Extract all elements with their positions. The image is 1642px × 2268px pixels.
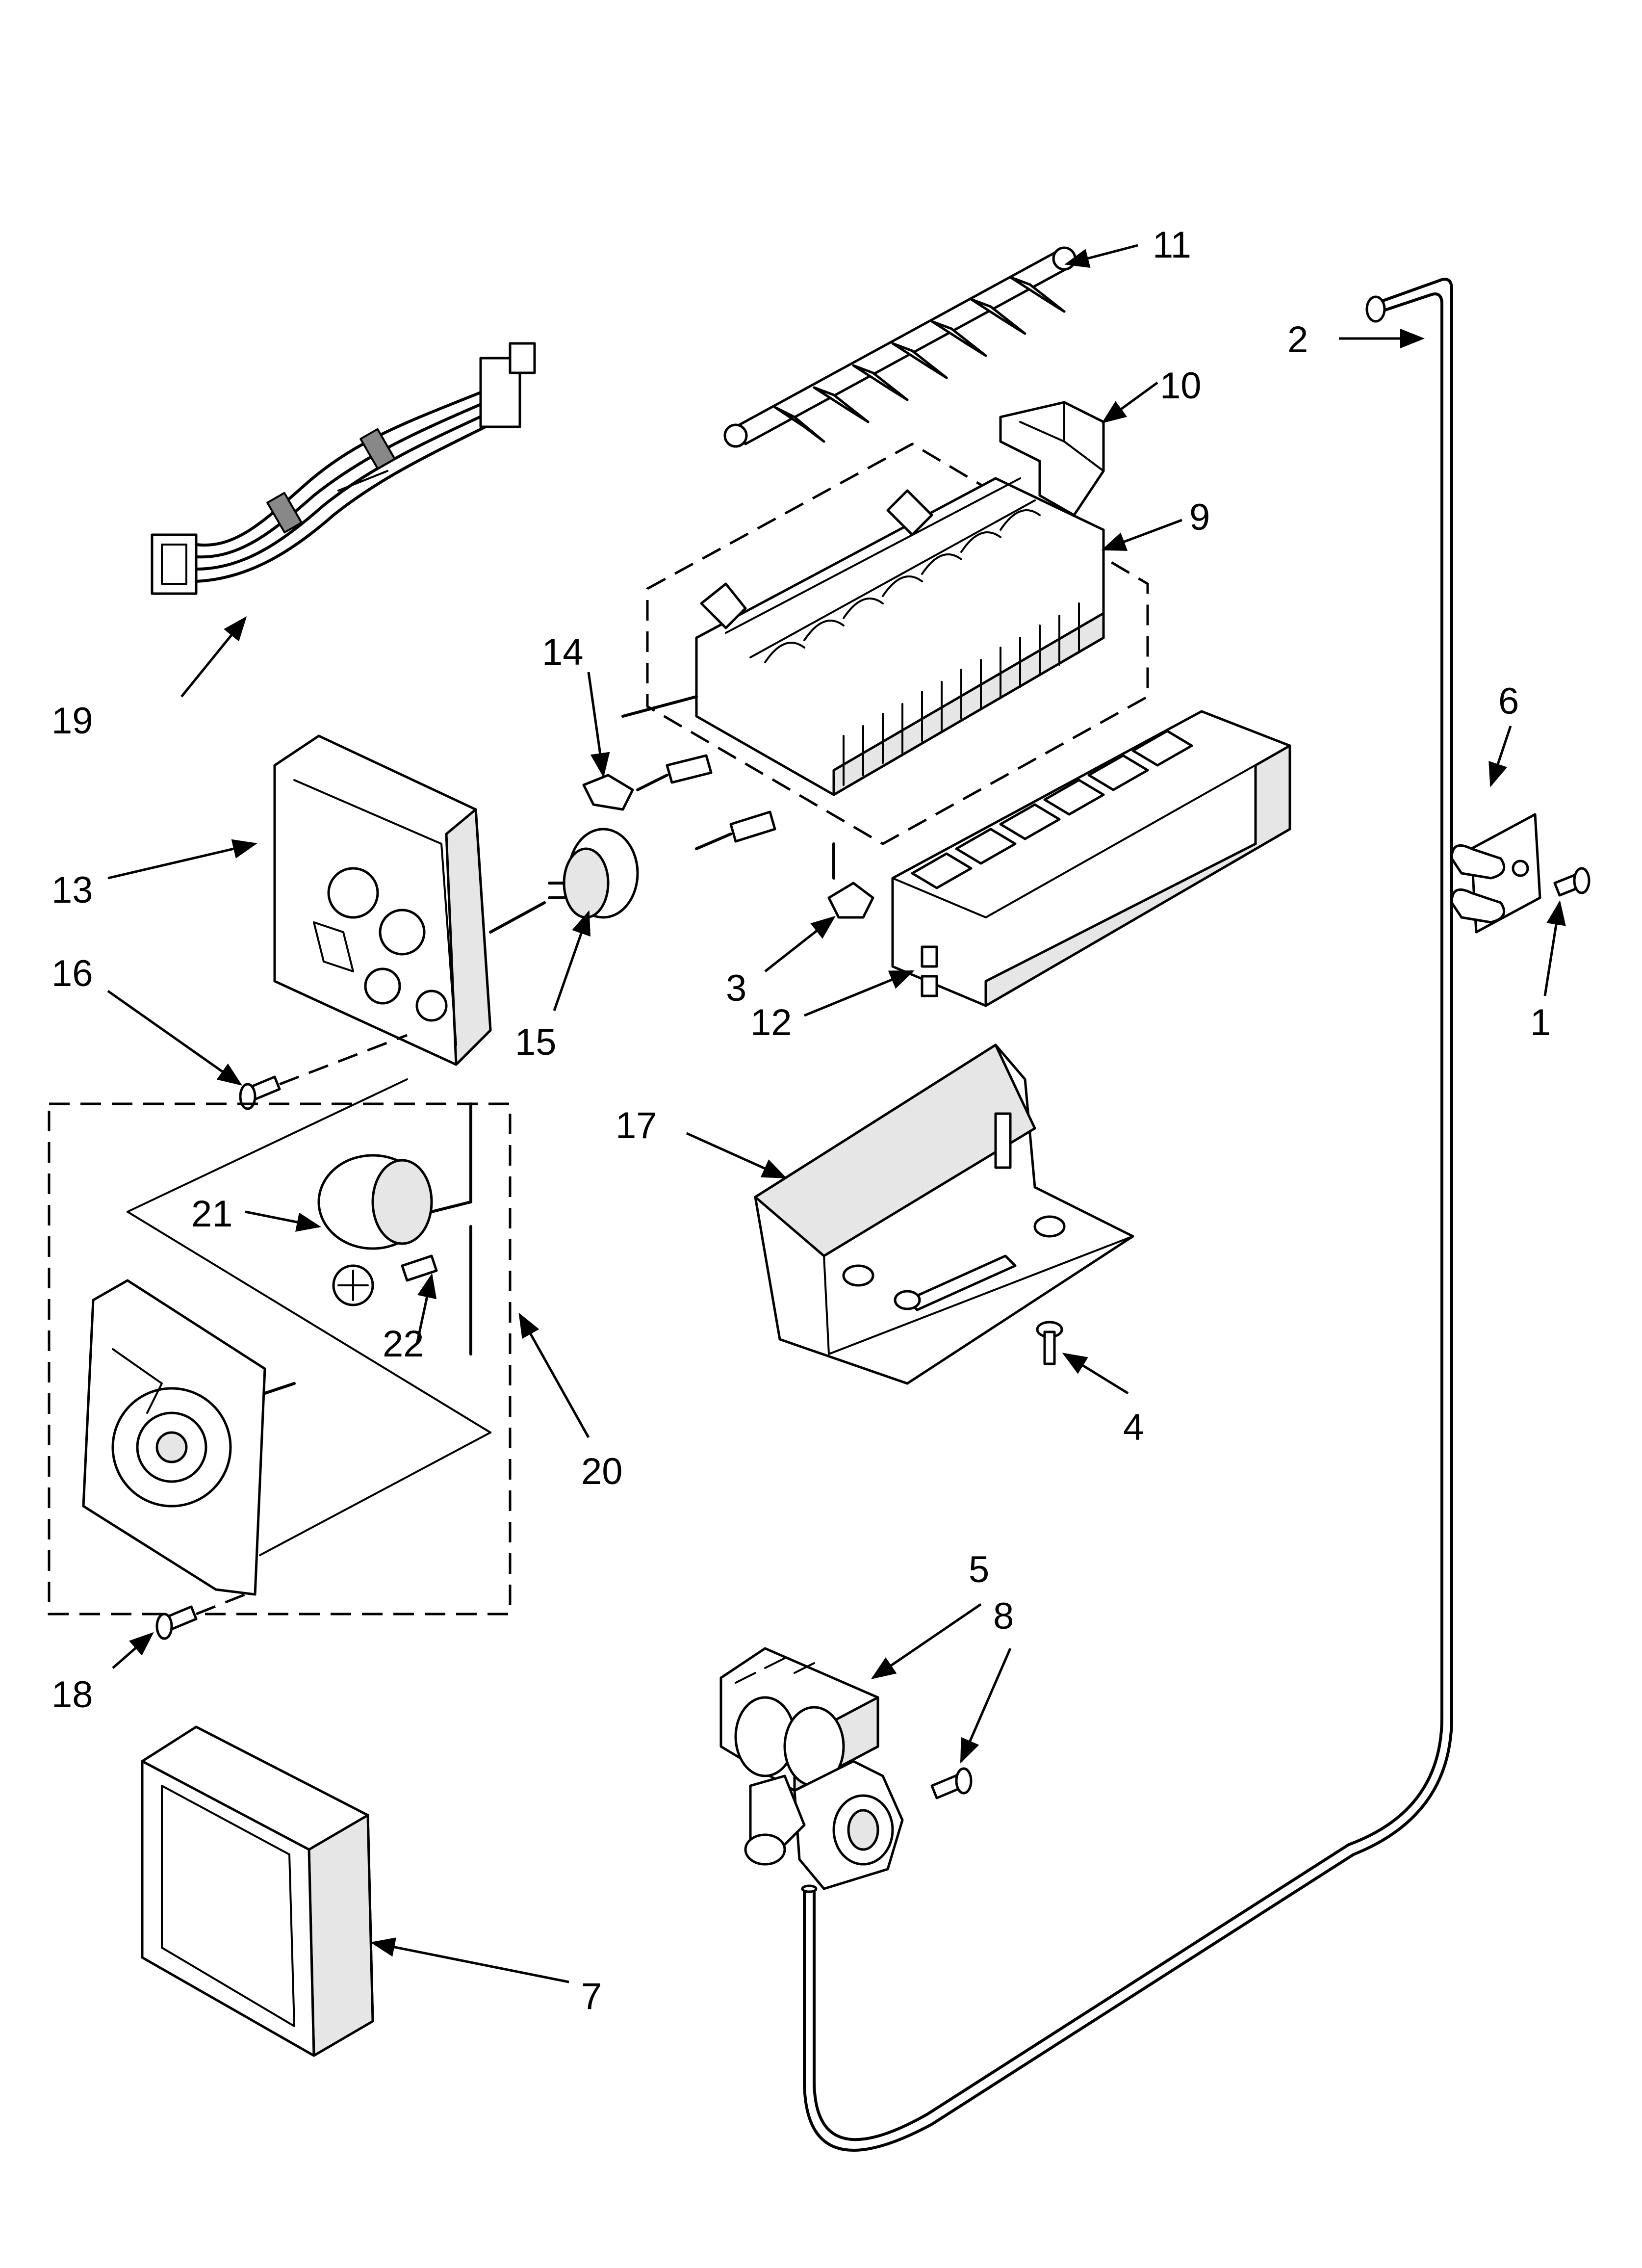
screw-18 <box>155 1593 246 1640</box>
motor-module-assembly <box>48 1078 512 1616</box>
callout-12: 12 <box>750 1002 792 1043</box>
fill-tube <box>801 278 1453 2152</box>
screw-1 <box>1553 867 1591 897</box>
callout-14: 14 <box>542 631 584 673</box>
water-valve <box>719 1647 904 1890</box>
motor-housing <box>273 734 546 1066</box>
leader-lines <box>107 244 1566 1983</box>
tube-clamp <box>1450 813 1541 934</box>
callout-5: 5 <box>969 1549 989 1590</box>
callouts: 11 2 10 9 19 14 6 13 3 12 15 1 16 17 21 … <box>51 224 1551 2017</box>
screw-16 <box>239 1034 408 1110</box>
callout-13: 13 <box>51 869 93 911</box>
callout-17: 17 <box>616 1105 657 1147</box>
callout-1: 1 <box>1530 1002 1551 1043</box>
callout-16: 16 <box>51 953 93 994</box>
callout-21: 21 <box>191 1193 233 1235</box>
screw-8 <box>930 1767 973 1799</box>
callout-3: 3 <box>726 967 746 1009</box>
clip-14 <box>582 774 634 811</box>
callout-22: 22 <box>383 1323 424 1365</box>
bracket-17 <box>754 1043 1134 1385</box>
ice-mold <box>621 443 1149 850</box>
callout-20: 20 <box>581 1451 623 1492</box>
callout-10: 10 <box>1160 365 1202 407</box>
callout-15: 15 <box>515 1021 557 1063</box>
callout-19: 19 <box>51 700 93 742</box>
callout-11: 11 <box>1153 224 1191 266</box>
ejector-shaft <box>723 246 1077 448</box>
callout-8: 8 <box>993 1595 1014 1637</box>
screw-4 <box>1036 1321 1063 1365</box>
callout-2: 2 <box>1287 319 1308 361</box>
insulation-pad <box>141 1725 374 2057</box>
callout-9: 9 <box>1189 496 1210 538</box>
callout-18: 18 <box>51 1674 93 1716</box>
stripper <box>891 710 1291 1007</box>
wire-harness <box>151 342 536 595</box>
callout-4: 4 <box>1123 1407 1144 1448</box>
callout-7: 7 <box>581 1976 602 2017</box>
callout-6: 6 <box>1498 680 1519 722</box>
clip-3 <box>827 842 874 919</box>
thermostat <box>548 828 639 919</box>
